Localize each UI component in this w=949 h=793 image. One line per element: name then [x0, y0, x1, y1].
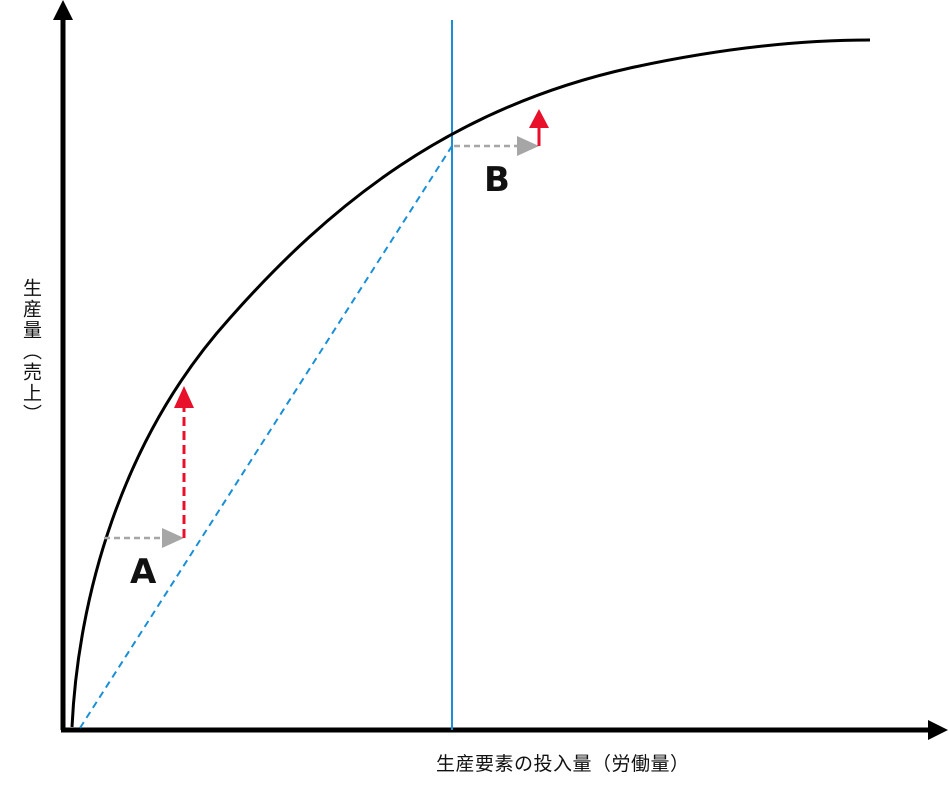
- x-axis-arrowhead: [928, 720, 948, 740]
- average-product-chord: [79, 145, 453, 729]
- input-arrowhead-a: [162, 528, 184, 548]
- point-label-b: B: [484, 160, 510, 200]
- output-arrowhead-b: [529, 109, 549, 128]
- output-arrowhead-a: [174, 386, 194, 408]
- y-axis-arrowhead: [53, 0, 73, 20]
- y-axis-label: 生産量（売上）: [20, 278, 42, 425]
- input-arrowhead-b: [517, 136, 539, 156]
- point-label-a: A: [130, 552, 157, 592]
- x-axis-label: 生産要素の投入量（労働量）: [436, 753, 690, 775]
- production-curve: [70, 38, 871, 728]
